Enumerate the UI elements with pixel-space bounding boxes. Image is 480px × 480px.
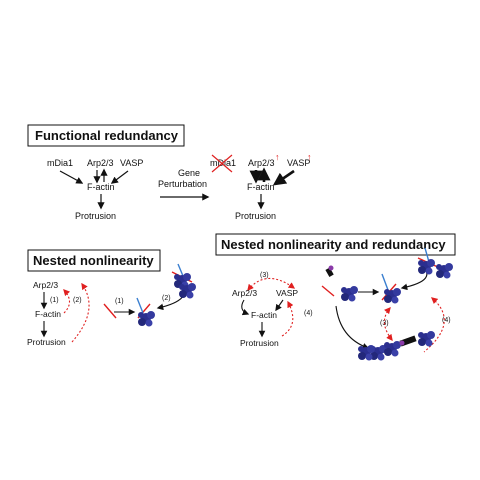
arrow-vasp-factin — [110, 170, 129, 184]
perturbation-line2: Perturbation — [158, 179, 207, 189]
panel-title: Nested nonlinearity and redundancy — [221, 237, 446, 252]
arrow-arp23-factin — [241, 299, 250, 316]
panel-nested-nonlinearity-redundancy: Nested nonlinearity and redundancy (3) A… — [215, 233, 456, 361]
step-3-label: (3) — [260, 272, 269, 279]
feedback-protrusion-vasp — [281, 300, 294, 337]
competition-arp23-vasp — [247, 277, 296, 292]
protrusion-label: Protrusion — [27, 337, 66, 347]
step-2-label: (2) — [73, 297, 82, 304]
panel-title: Functional redundancy — [35, 128, 179, 143]
factin-right-label: F-actin — [247, 182, 275, 192]
perturbation-line1: Gene — [178, 168, 200, 178]
arrow-vasp-factin — [275, 299, 284, 312]
arp23-protein-3 — [418, 259, 435, 275]
arp23-protein-3 — [179, 283, 196, 299]
elongated-filament — [358, 331, 435, 361]
vasp-right-label: VASP — [287, 158, 310, 168]
filament-blue — [136, 297, 144, 314]
factin-label: F-actin — [35, 309, 61, 319]
arp23-protein-2 — [384, 288, 401, 304]
protrusion-right-label: Protrusion — [235, 211, 276, 221]
arp23-protein — [138, 311, 155, 327]
panel-nested-nonlinearity: Nested nonlinearity Arp2/3 F-actin Protr… — [27, 249, 196, 347]
arrow-elongation — [335, 305, 370, 350]
step-4-cartoon-label: (4) — [442, 317, 451, 324]
title-box — [27, 249, 161, 272]
arrow-vasp-factin-bold — [272, 169, 295, 186]
knockout-cross-b — [211, 154, 233, 173]
feedback-protrusion-arp23 — [71, 282, 90, 343]
arp23-up-mark: ↑ — [275, 152, 280, 162]
factin-label: F-actin — [87, 182, 115, 192]
step-1-cartoon-label: (1) — [115, 298, 124, 305]
actin-filament-red — [103, 303, 117, 319]
vasp-label: VASP — [120, 158, 143, 168]
panel-title: Nested nonlinearity — [33, 253, 154, 268]
arp23-label: Arp2/3 — [33, 280, 58, 290]
feedback-factin-arp23 — [63, 289, 71, 314]
title-box — [27, 124, 185, 147]
protrusion-label: Protrusion — [75, 211, 116, 221]
factin-label: F-actin — [251, 310, 277, 320]
arp23-right-label: Arp2/3 — [248, 158, 275, 168]
vasp-head — [328, 265, 334, 271]
arrow-mdia1-factin — [59, 170, 84, 184]
title-box — [215, 233, 456, 256]
arp23-label: Arp2/3 — [87, 158, 114, 168]
filament-red — [321, 285, 335, 297]
branch-blue — [381, 273, 389, 291]
branch-filament-blue — [177, 263, 184, 277]
vasp-label: VASP — [276, 288, 298, 298]
arp23-protein-4 — [436, 263, 453, 279]
mdia1-label: mDia1 — [47, 158, 73, 168]
arp23-label: Arp2/3 — [232, 288, 257, 298]
step-4-label: (4) — [304, 310, 313, 317]
vasp-protein — [325, 267, 334, 277]
feedback-cartoon — [423, 297, 445, 353]
protrusion-label: Protrusion — [240, 338, 279, 348]
panel-functional-redundancy: Functional redundancy mDia1 Arp2/3 VASP … — [27, 124, 312, 221]
step-2-cartoon-label: (2) — [162, 295, 171, 302]
top-filament-blue — [424, 247, 430, 263]
competition-cartoon — [383, 306, 393, 342]
step-1-label: (1) — [50, 297, 59, 304]
vasp-up-mark: ↑ — [307, 152, 312, 162]
arp23-protein — [341, 286, 358, 302]
